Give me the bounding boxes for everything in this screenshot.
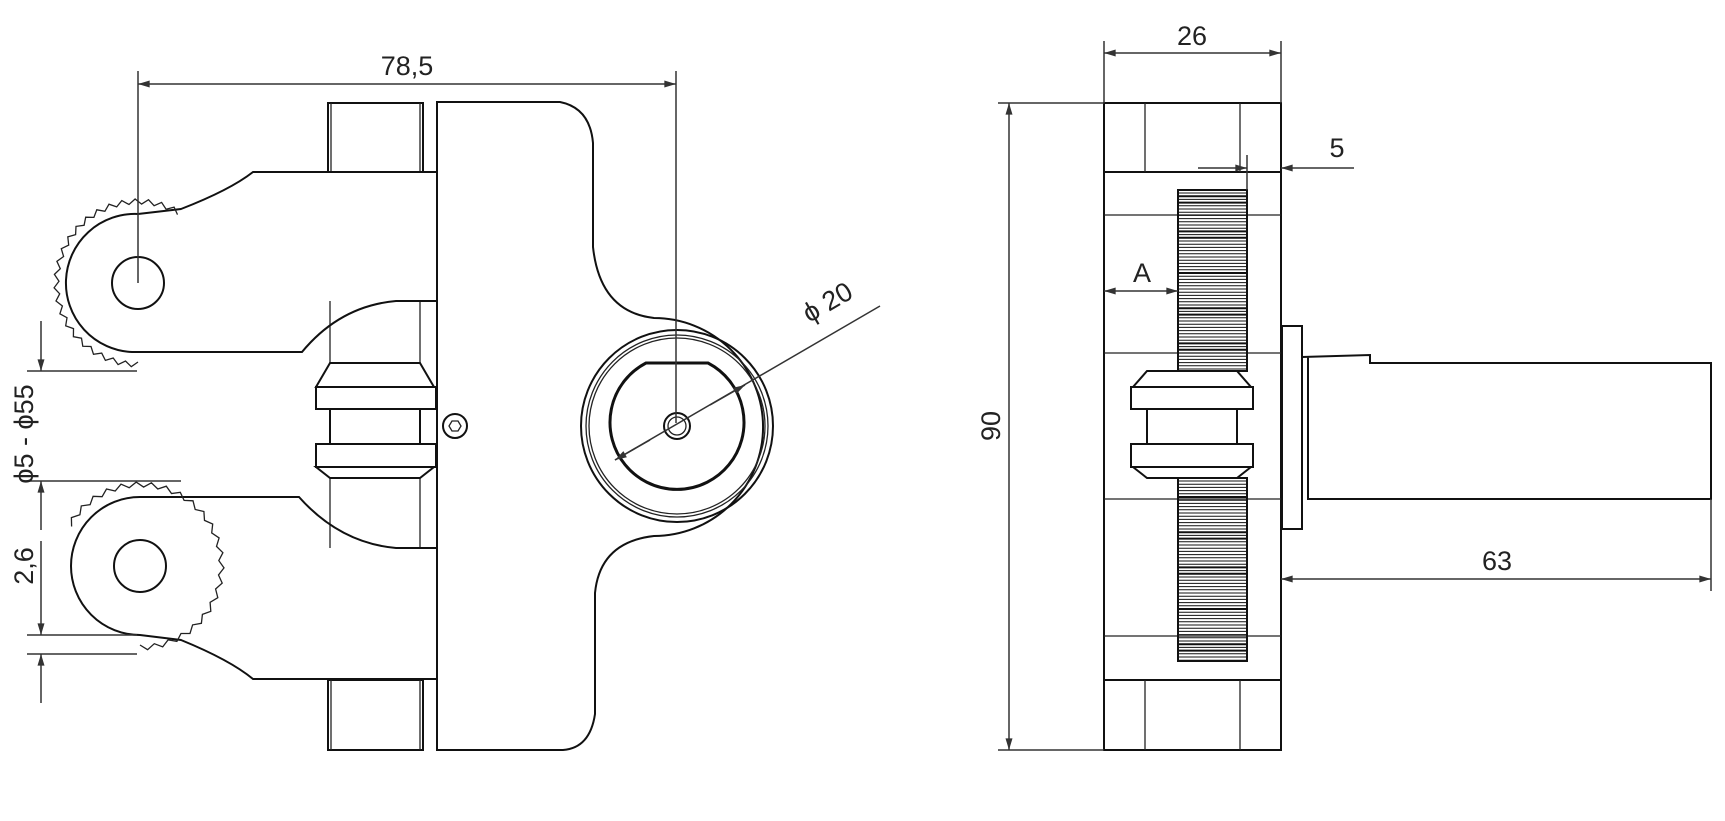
bore-hole [608,361,746,491]
side-body-sections [1104,103,1281,750]
dim-label-63: 63 [1482,546,1512,576]
top-guide-bar [327,102,424,173]
upper-knurl-wheel [53,198,179,368]
middle-guide-bar [329,301,421,548]
lower-arm [70,496,437,680]
dimension-gap-range: ϕ5 - ϕ55 [9,321,181,530]
dim-label-2-6: 2,6 [9,547,39,585]
center-screw-inner [667,416,687,436]
dim-label-5: 5 [1329,133,1344,163]
upper-knurled-roller [1177,189,1248,372]
dimension-height: 90 [976,102,1104,751]
dim-label-gap-range: ϕ5 - ϕ55 [9,384,39,483]
shaft [1281,325,1712,530]
dimension-width: 26 [1103,21,1282,103]
adjustment-spool [313,362,437,479]
front-view: 78,5 ϕ5 - ϕ55 2,6 ϕ 20 [9,51,881,751]
dimension-a: A [1103,258,1179,295]
shaft-body [1301,353,1712,500]
side-view: 26 90 5 A 63 [976,21,1712,751]
main-plate [436,101,764,751]
dim-label-phi-20: ϕ 20 [797,276,858,328]
hex-screw-icon [442,413,468,439]
lower-knurl-wheel [70,481,225,651]
shaft-flange [1281,325,1303,530]
bore-outer-ring [580,329,774,523]
bore-ring-inner [588,337,766,515]
dim-label-78-5: 78,5 [381,51,434,81]
dimension-center-distance: 78,5 [137,51,677,423]
side-body [1103,102,1282,751]
side-spool [1130,370,1254,479]
bore-assembly [580,329,774,523]
dimension-knurl-depth: 2,6 [9,541,137,703]
dimension-offset: 5 [1198,133,1354,190]
dim-label-26: 26 [1177,21,1207,51]
dimension-shaft-length: 63 [1280,499,1712,591]
bottom-guide-bar [327,679,424,751]
lower-knurled-roller [1177,477,1248,662]
bore-ring [585,334,769,518]
dim-label-90: 90 [976,411,1006,441]
upper-arm [65,171,437,353]
center-screw [663,412,691,440]
lower-roller-pin [113,539,167,593]
dim-label-a: A [1133,258,1151,288]
